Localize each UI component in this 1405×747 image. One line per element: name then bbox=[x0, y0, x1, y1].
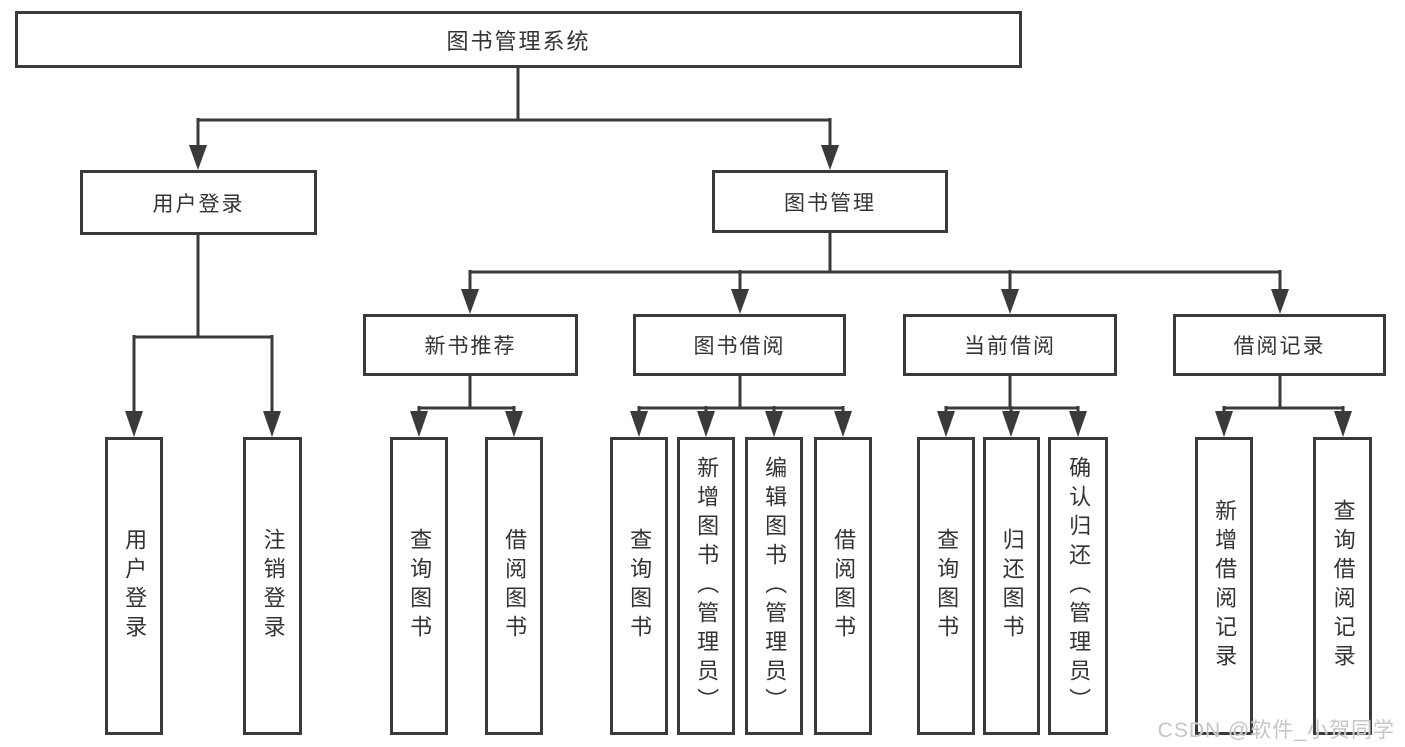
arrow-down-icon bbox=[765, 411, 783, 437]
arrow-down-icon bbox=[1271, 289, 1289, 314]
leaf-label: 查询图书 bbox=[407, 528, 433, 644]
leaf-label: 确认归还（管理员） bbox=[1066, 455, 1092, 717]
node-label: 图书管理系统 bbox=[446, 28, 591, 54]
arrow-down-icon bbox=[410, 411, 428, 437]
leaf-label: 借阅图书 bbox=[502, 528, 528, 644]
arrow-down-icon bbox=[461, 289, 479, 314]
arrow-down-icon bbox=[731, 289, 749, 314]
arrow-down-icon bbox=[1215, 411, 1233, 437]
leaf-label: 查询图书 bbox=[934, 528, 960, 644]
arrow-down-icon bbox=[834, 411, 852, 437]
node-label: 用户登录 bbox=[152, 192, 245, 216]
node-label: 借阅记录 bbox=[1233, 335, 1326, 358]
leaf-label: 归还图书 bbox=[999, 528, 1025, 644]
leaf-user-login: 用户登录 bbox=[105, 437, 163, 735]
node-label: 图书借阅 bbox=[693, 335, 786, 358]
arrow-down-icon bbox=[1002, 411, 1020, 437]
arrow-down-icon bbox=[1001, 289, 1019, 314]
leaf-label: 编辑图书（管理员） bbox=[762, 455, 788, 717]
node-user-login: 用户登录 bbox=[80, 170, 317, 235]
leaf-add-book-admin: 新增图书（管理员） bbox=[677, 437, 735, 735]
arrow-down-icon bbox=[505, 411, 523, 437]
leaf-label: 查询借阅记录 bbox=[1330, 499, 1356, 673]
leaf-add-borrow-record: 新增借阅记录 bbox=[1195, 437, 1253, 735]
leaf-query-books-current: 查询图书 bbox=[917, 437, 975, 735]
node-new-book-recommend: 新书推荐 bbox=[363, 314, 578, 376]
leaf-borrow-books-recommend: 借阅图书 bbox=[485, 437, 543, 735]
leaf-confirm-return-admin: 确认归还（管理员） bbox=[1048, 437, 1108, 735]
node-book-management: 图书管理 bbox=[712, 170, 948, 233]
arrow-down-icon bbox=[189, 145, 207, 170]
arrow-down-icon bbox=[125, 411, 143, 437]
arrow-down-icon bbox=[630, 411, 648, 437]
arrow-down-icon bbox=[697, 411, 715, 437]
leaf-query-books-recommend: 查询图书 bbox=[390, 437, 448, 735]
node-label: 当前借阅 bbox=[964, 335, 1056, 358]
leaf-label: 新增借阅记录 bbox=[1212, 499, 1238, 673]
leaf-edit-book-admin: 编辑图书（管理员） bbox=[745, 437, 803, 735]
leaf-return-book: 归还图书 bbox=[983, 437, 1040, 735]
node-borrow-records: 借阅记录 bbox=[1173, 314, 1386, 376]
leaf-borrow-books-borrow: 借阅图书 bbox=[814, 437, 872, 735]
arrow-down-icon bbox=[263, 411, 281, 437]
leaf-label: 新增图书（管理员） bbox=[694, 455, 720, 717]
arrow-down-icon bbox=[1069, 411, 1087, 437]
node-book-borrow: 图书借阅 bbox=[633, 314, 846, 376]
csdn-watermark: CSDN @软件_小贺同学 bbox=[1157, 719, 1395, 742]
node-current-borrow: 当前借阅 bbox=[903, 314, 1117, 376]
leaf-logout: 注销登录 bbox=[243, 437, 302, 735]
arrow-down-icon bbox=[1334, 411, 1352, 437]
node-label: 图书管理 bbox=[784, 191, 876, 215]
leaf-label: 用户登录 bbox=[122, 528, 148, 644]
leaf-query-books-borrow: 查询图书 bbox=[610, 437, 668, 735]
leaf-query-borrow-record: 查询借阅记录 bbox=[1313, 437, 1372, 735]
leaf-label: 借阅图书 bbox=[831, 528, 857, 644]
node-library-management-system: 图书管理系统 bbox=[15, 11, 1022, 68]
leaf-label: 注销登录 bbox=[260, 528, 286, 644]
arrow-down-icon bbox=[821, 145, 839, 170]
node-label: 新书推荐 bbox=[424, 335, 517, 358]
leaf-label: 查询图书 bbox=[627, 528, 653, 644]
arrow-down-icon bbox=[937, 411, 955, 437]
